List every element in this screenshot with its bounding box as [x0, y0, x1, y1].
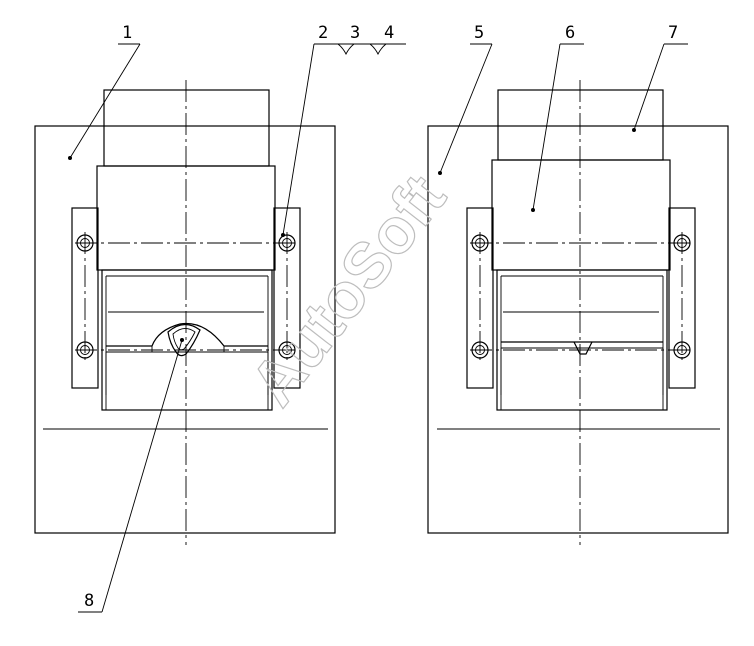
handle-icon — [167, 323, 201, 357]
callout-5: 5 — [474, 23, 484, 43]
right-view — [427, 80, 729, 545]
callout-3: 3 — [350, 23, 360, 43]
left-view — [34, 80, 336, 545]
callout-2: 2 — [318, 23, 328, 43]
callout-6: 6 — [565, 23, 575, 43]
right-upper-housing — [497, 89, 664, 161]
callout-8: 8 — [84, 591, 94, 611]
left-upper-housing — [103, 89, 270, 167]
right-bracket-left — [466, 207, 494, 389]
left-lower-tray — [101, 269, 273, 411]
callout-labels: 1 2 3 4 5 6 7 8 — [84, 23, 678, 611]
callout-1: 1 — [122, 23, 132, 43]
watermark: AutoSoft — [236, 161, 459, 418]
callout-4: 4 — [384, 23, 394, 43]
notch-icon — [573, 341, 593, 355]
callout-7: 7 — [668, 23, 678, 43]
right-bracket-right — [668, 207, 696, 389]
right-base-plate — [427, 125, 729, 534]
left-bracket-left — [71, 207, 99, 389]
left-base-plate — [34, 125, 336, 534]
right-lower-tray — [496, 269, 668, 411]
leader-lines — [68, 43, 688, 613]
right-middle-housing — [491, 159, 671, 271]
